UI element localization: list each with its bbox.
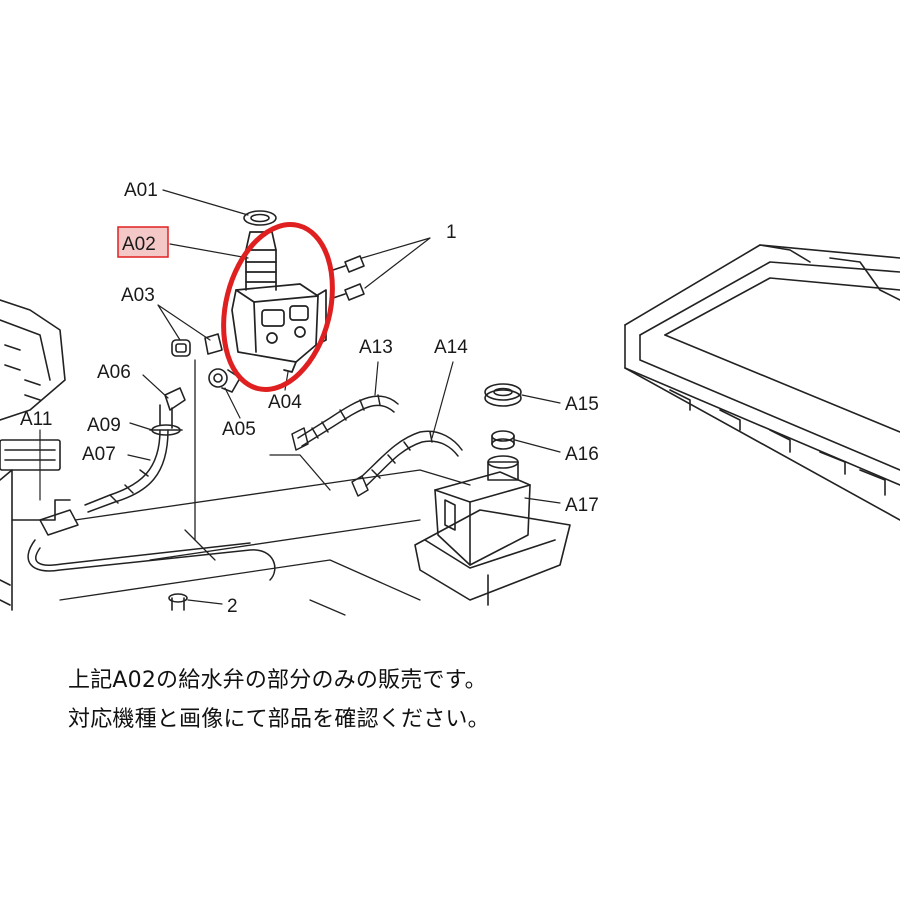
sale-note-line-1: 上記A02の給水弁の部分のみの販売です。 (68, 668, 487, 693)
top-lid (624, 244, 900, 521)
label-a17: A17 (565, 495, 599, 516)
nut-a16 (491, 430, 515, 450)
leader-lines (39, 189, 561, 605)
label-a11: A11 (20, 409, 52, 430)
hose-a07 (27, 429, 276, 581)
fitting-a03 (171, 333, 223, 357)
label-a15: A15 (565, 394, 599, 415)
parts-exploded-diagram: A01 A02 A03 A04 A05 A06 A07 A09 A11 A13 … (0, 180, 900, 617)
label-a14: A14 (434, 337, 468, 358)
label-a07: A07 (82, 444, 116, 465)
ring-a01 (243, 210, 277, 226)
cap-a15 (484, 383, 522, 407)
label-a06: A06 (97, 362, 131, 383)
label-a03: A03 (121, 285, 155, 306)
hose-a13 (291, 394, 399, 451)
hose-a06 (149, 387, 186, 436)
sale-note-line-2: 対応機種と画像にて部品を確認ください。 (68, 707, 490, 732)
a02-highlight-box (117, 226, 169, 258)
label-part-2: 2 (227, 596, 238, 617)
label-a05: A05 (222, 419, 256, 440)
label-a13: A13 (359, 337, 393, 358)
label-a09: A09 (87, 415, 121, 436)
tub-assembly-left (0, 299, 71, 611)
tank-a17 (414, 455, 571, 606)
frame-lines (59, 359, 471, 616)
label-a16: A16 (565, 444, 599, 465)
screws-part-1 (332, 255, 365, 301)
label-a01: A01 (124, 180, 158, 201)
screw-part-2 (168, 593, 188, 611)
hose-a14 (351, 430, 463, 497)
a02-highlight-ellipse (221, 222, 335, 392)
label-part-1: 1 (446, 222, 457, 243)
label-a02: A02 (122, 234, 156, 255)
label-a04: A04 (268, 392, 302, 413)
